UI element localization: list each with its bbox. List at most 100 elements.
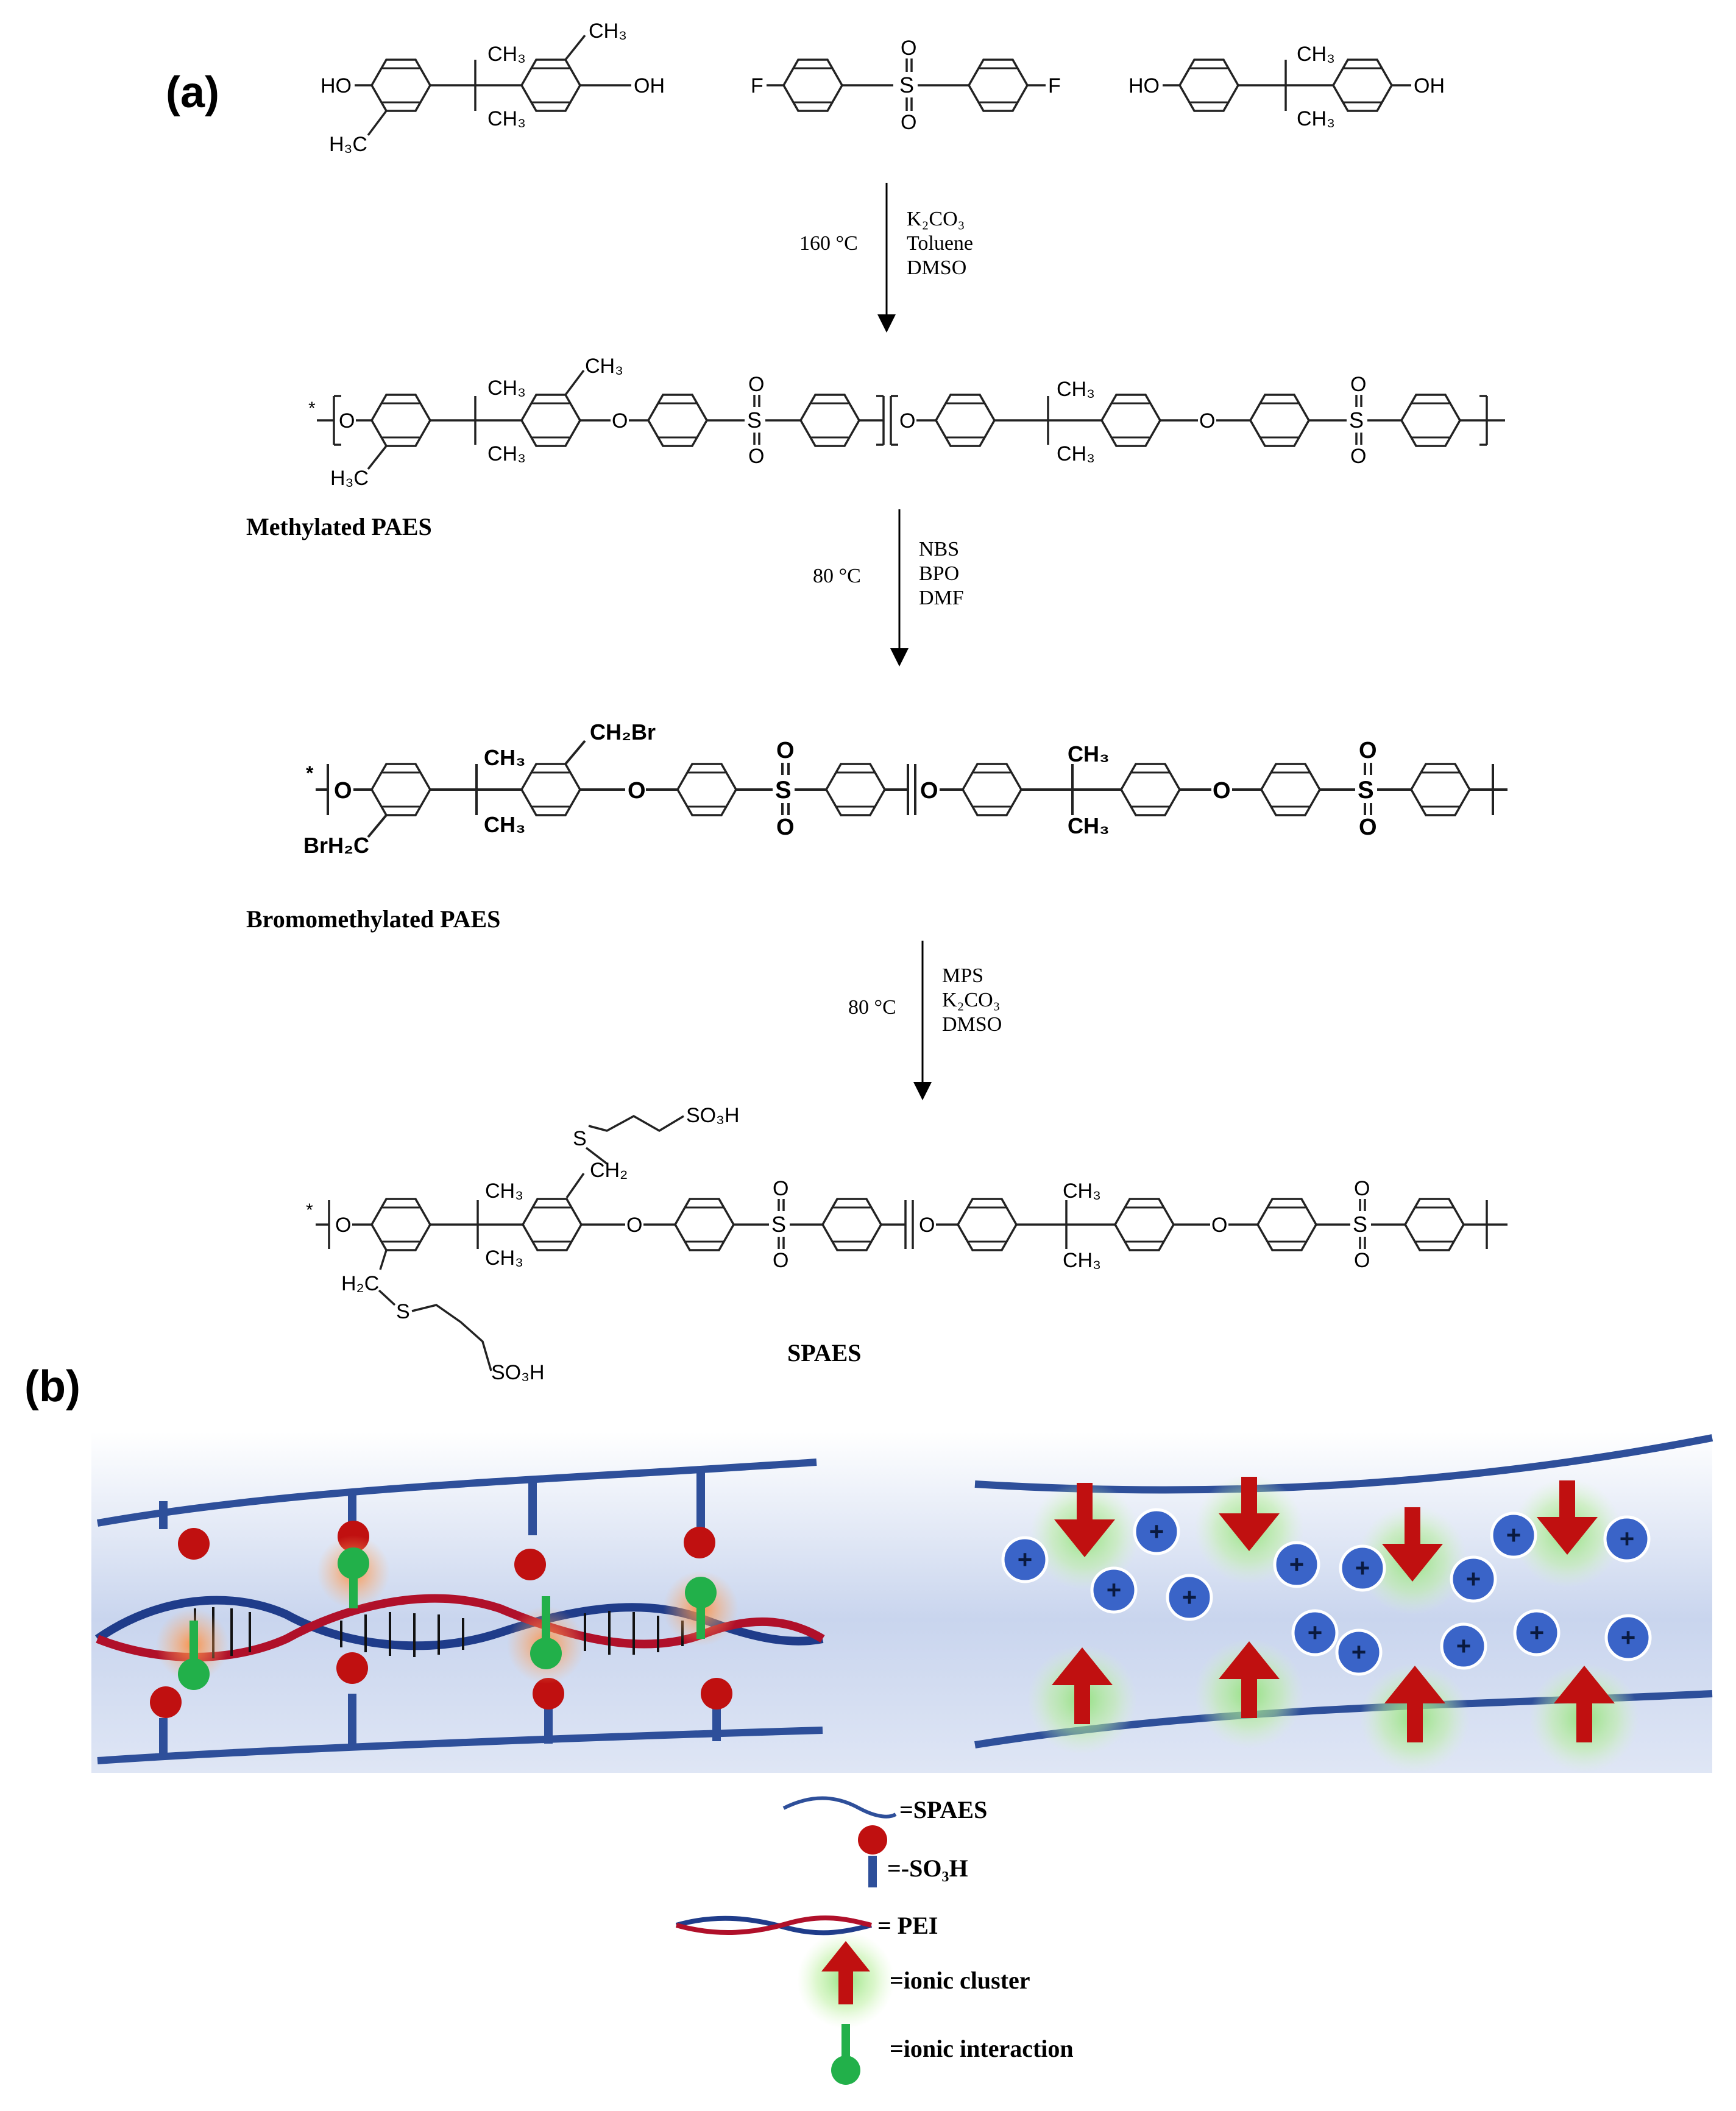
spaes-ch3-bottom: CH₃ <box>485 1246 523 1270</box>
cation-plus: + <box>1620 1524 1635 1553</box>
methylated-so-bottom: O <box>748 445 764 468</box>
sulfonic-acid-ball <box>701 1678 732 1710</box>
bromo-star: * <box>306 762 314 784</box>
spaes-structure: SO₃H S CH₂ * O H₂C S SO₃H CH₃ CH₃ O S O <box>306 1104 1507 1384</box>
m2-s: S <box>899 72 914 97</box>
legend-item-pei: = PEI <box>675 1912 938 1939</box>
ionic-interaction-2 <box>317 1535 390 1608</box>
cation-2: + <box>1133 1508 1180 1555</box>
step3-reagent-1: MPS <box>942 964 983 987</box>
cation-plus: + <box>1456 1632 1472 1660</box>
spaes-o-2: O <box>626 1214 642 1237</box>
bromo-o-4: O <box>1213 778 1231 804</box>
cation-plus: + <box>1466 1565 1481 1593</box>
step1-reagent-2: Toluene <box>907 232 973 255</box>
ionic-cluster-down-1 <box>1030 1480 1139 1590</box>
left-membrane <box>94 1459 825 1764</box>
methylated-ch3-ring: CH₃ <box>585 355 623 378</box>
sulfonic-acid-ball <box>684 1527 715 1558</box>
bromo-ch3-top-2: CH₃ <box>1068 741 1110 766</box>
reaction-step-3: 80 °C MPS K₂CO₃ DMSO <box>848 941 1002 1100</box>
spaes-chain-top-left <box>96 1459 817 1527</box>
legend-so3h-label: =-SO₃H <box>887 1855 968 1882</box>
spaes-h2c: H₂C <box>341 1272 379 1295</box>
m1-h3c-ring: H₃C <box>329 133 367 156</box>
cation-plus: + <box>1149 1517 1164 1546</box>
bromo-o-2: O <box>628 778 646 804</box>
cation-plus: + <box>1529 1618 1545 1647</box>
ionic-interaction-3 <box>507 1596 585 1684</box>
spaes-o-3: O <box>919 1214 935 1237</box>
monomer-bisphenol-a: HO CH₃ CH₃ OH <box>1128 43 1445 130</box>
methylated-so-bottom-2: O <box>1350 445 1366 468</box>
sulfonic-acid-ball <box>150 1686 182 1718</box>
bromo-ch2br: CH₂Br <box>590 720 656 744</box>
bromomethylated-paes-name: Bromomethylated PAES <box>246 905 500 933</box>
methylated-star: * <box>308 398 316 419</box>
methylated-ch3-bottom-2: CH₃ <box>1057 442 1095 465</box>
cation-6: + <box>1339 1544 1386 1592</box>
legend: =SPAES =-SO₃H = PEI =ionic cluster =ioni… <box>675 1796 1074 2085</box>
cation-4: + <box>1166 1574 1213 1621</box>
spaes-so3h-bottom: SO₃H <box>491 1361 545 1384</box>
cation-8: + <box>1490 1512 1537 1559</box>
bromo-s-1: S <box>775 777 792 804</box>
m3-ho-label: HO <box>1128 74 1160 97</box>
cation-3: + <box>1090 1566 1138 1614</box>
cation-10: + <box>1291 1609 1339 1657</box>
m3-oh-label: OH <box>1414 74 1445 97</box>
sulfonic-acid-ball <box>514 1549 546 1580</box>
bromo-ch3-bottom: CH₃ <box>484 812 526 837</box>
panel-b-label: (b) <box>24 1362 80 1411</box>
reaction-step-2: 80 °C NBS BPO DMF <box>813 509 964 667</box>
m1-oh-label: OH <box>634 74 665 97</box>
step2-reagent-3: DMF <box>919 587 964 609</box>
step3-temperature: 80 °C <box>848 996 896 1019</box>
methylated-so-top-2: O <box>1350 373 1366 396</box>
step3-reagent-3: DMSO <box>942 1013 1002 1036</box>
cation-9: + <box>1603 1515 1651 1563</box>
methylated-ch3-bottom: CH₃ <box>487 442 526 465</box>
bromo-brh2c: BrH₂C <box>303 833 369 858</box>
spaes-so-top-2: O <box>1354 1177 1370 1200</box>
ionic-cluster-down-4 <box>1512 1478 1622 1588</box>
sulfonic-acid-ball <box>178 1528 210 1560</box>
step1-reagent-3: DMSO <box>907 256 966 279</box>
cation-plus: + <box>1182 1583 1197 1611</box>
m2-o-bottom: O <box>901 111 916 134</box>
bromo-so-bottom-2: O <box>1359 815 1377 840</box>
spaes-so-bottom-2: O <box>1354 1249 1370 1272</box>
bromo-so-top: O <box>776 738 795 763</box>
cation-plus: + <box>1289 1550 1305 1579</box>
cation-1: + <box>1001 1536 1049 1583</box>
m1-ch3-ring: CH₃ <box>589 19 627 43</box>
spaes-so3h-top: SO₃H <box>686 1104 740 1127</box>
cation-14: + <box>1604 1614 1652 1661</box>
methylated-so-top: O <box>748 373 764 396</box>
cation-plus: + <box>1355 1554 1370 1582</box>
legend-item-ionic-cluster: =ionic cluster <box>797 1931 1030 2029</box>
legend-ionic-cluster-label: =ionic cluster <box>890 1967 1030 1994</box>
cation-12: + <box>1440 1622 1487 1670</box>
m1-ch3-bottom: CH₃ <box>487 107 526 130</box>
ionic-cluster-up-3 <box>1360 1663 1470 1773</box>
bromo-o-1: O <box>334 778 352 804</box>
spaes-ch3-top: CH₃ <box>485 1179 523 1203</box>
sulfonic-acid-ball <box>533 1678 564 1710</box>
bromo-ch3-bottom-2: CH₃ <box>1068 813 1110 838</box>
step3-reagent-2: K₂CO₃ <box>942 989 1001 1011</box>
methylated-paes-name: Methylated PAES <box>246 513 432 540</box>
spaes-s-bottom: S <box>396 1300 410 1323</box>
bromo-ch3-top: CH₃ <box>484 745 526 770</box>
step2-temperature: 80 °C <box>813 565 861 587</box>
legend-ionic-interaction-label: =ionic interaction <box>890 2035 1074 2062</box>
cation-13: + <box>1513 1609 1561 1657</box>
ionic-cluster-up-4 <box>1529 1663 1639 1773</box>
spaes-s-top: S <box>573 1127 587 1150</box>
spaes-s-2: S <box>1353 1212 1367 1237</box>
methylated-s-2: S <box>1349 408 1364 433</box>
bromo-so-bottom: O <box>776 815 795 840</box>
spaes-so-top: O <box>773 1177 788 1200</box>
